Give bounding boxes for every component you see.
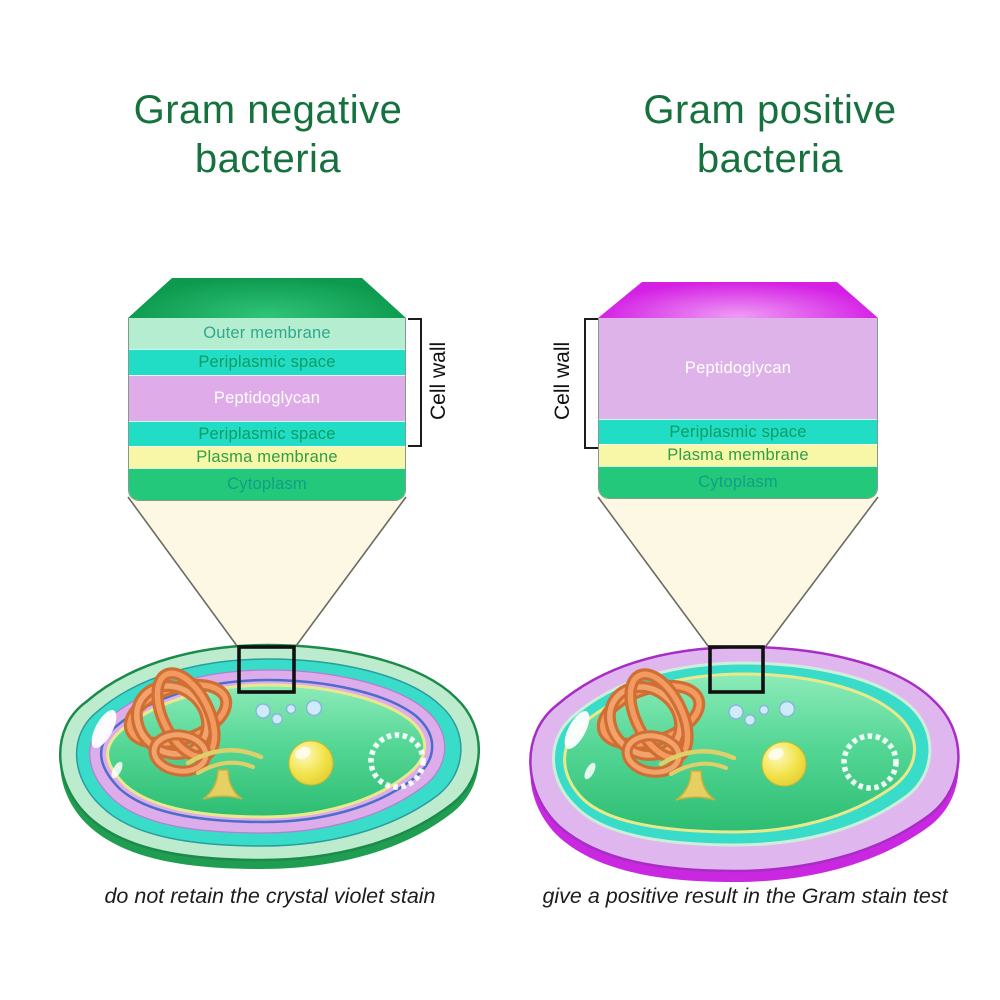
ribosomes-icon <box>255 699 323 725</box>
layer-periplasmic-space: Periplasmic space <box>129 349 405 375</box>
layer-periplasmic-space: Periplasmic space <box>129 421 405 446</box>
cell-wall-label: Cell wall <box>427 341 450 421</box>
gloss-highlight <box>111 761 123 779</box>
layer-label: Cytoplasm <box>698 473 778 491</box>
funnel-icon <box>127 496 407 651</box>
cytoplasm-area <box>563 672 916 834</box>
gram-negative-bacterium <box>58 643 480 869</box>
layer-peptidoglycan: Peptidoglycan <box>129 375 405 421</box>
layer-periplasmic-space: Periplasmic space <box>599 419 877 444</box>
caption-gram-positive: give a positive result in the Gram stain… <box>542 884 948 908</box>
caption-gram-negative: do not retain the crystal violet stain <box>104 884 436 908</box>
panel-title-gram-positive: Gram positive bacteria <box>560 86 980 184</box>
granule-icon <box>288 740 334 786</box>
layer-label: Plasma membrane <box>667 446 809 464</box>
layer-label: Periplasmic space <box>198 353 336 371</box>
layer-label: Peptidoglycan <box>684 359 792 377</box>
layer-list: Peptidoglycan Periplasmic space Plasma m… <box>598 318 878 499</box>
granule-highlight <box>295 746 311 760</box>
funnel-icon <box>597 496 879 651</box>
layer-peptidoglycan: Peptidoglycan <box>599 318 877 419</box>
layer-plasma-membrane: Plasma membrane <box>599 444 877 466</box>
membrane-cap <box>128 278 406 318</box>
layer-plasma-membrane: Plasma membrane <box>129 446 405 468</box>
layer-label: Peptidoglycan <box>213 389 321 407</box>
cell-wall-bracket <box>584 318 598 449</box>
title-line: bacteria <box>696 137 844 181</box>
mesosome-icon <box>185 748 264 800</box>
layer-list: Outer membrane Periplasmic space Peptido… <box>128 318 406 501</box>
organelles <box>91 667 426 800</box>
gram-negative-cellwall-stack: Outer membrane Periplasmic space Peptido… <box>128 278 406 501</box>
gram-positive-bacterium <box>529 645 960 882</box>
title-line: Gram positive <box>643 88 897 132</box>
magnifier-box-icon <box>708 645 765 694</box>
plasmid-icon <box>368 732 426 790</box>
gloss-highlight <box>91 710 117 748</box>
cell-wall-bracket <box>408 318 422 447</box>
panel-title-gram-negative: Gram negative bacteria <box>58 86 478 184</box>
layer-label: Periplasmic space <box>669 422 807 441</box>
nucleoid-icon <box>123 667 233 777</box>
cell-wall-label: Cell wall <box>551 341 574 421</box>
membrane-cap <box>598 282 878 318</box>
layer-cytoplasm: Cytoplasm <box>129 468 405 500</box>
layer-label: Periplasmic space <box>198 424 336 443</box>
title-line: Gram negative <box>133 88 403 132</box>
layer-cytoplasm: Cytoplasm <box>599 466 877 498</box>
title-line: bacteria <box>194 137 342 181</box>
layer-label: Outer membrane <box>203 324 331 342</box>
layer-outer-membrane: Outer membrane <box>129 318 405 349</box>
layer-label: Plasma membrane <box>196 448 338 466</box>
gram-positive-cellwall-stack: Peptidoglycan Periplasmic space Plasma m… <box>598 282 878 499</box>
layer-label: Cytoplasm <box>227 475 307 493</box>
magnifier-box-icon <box>237 645 296 694</box>
